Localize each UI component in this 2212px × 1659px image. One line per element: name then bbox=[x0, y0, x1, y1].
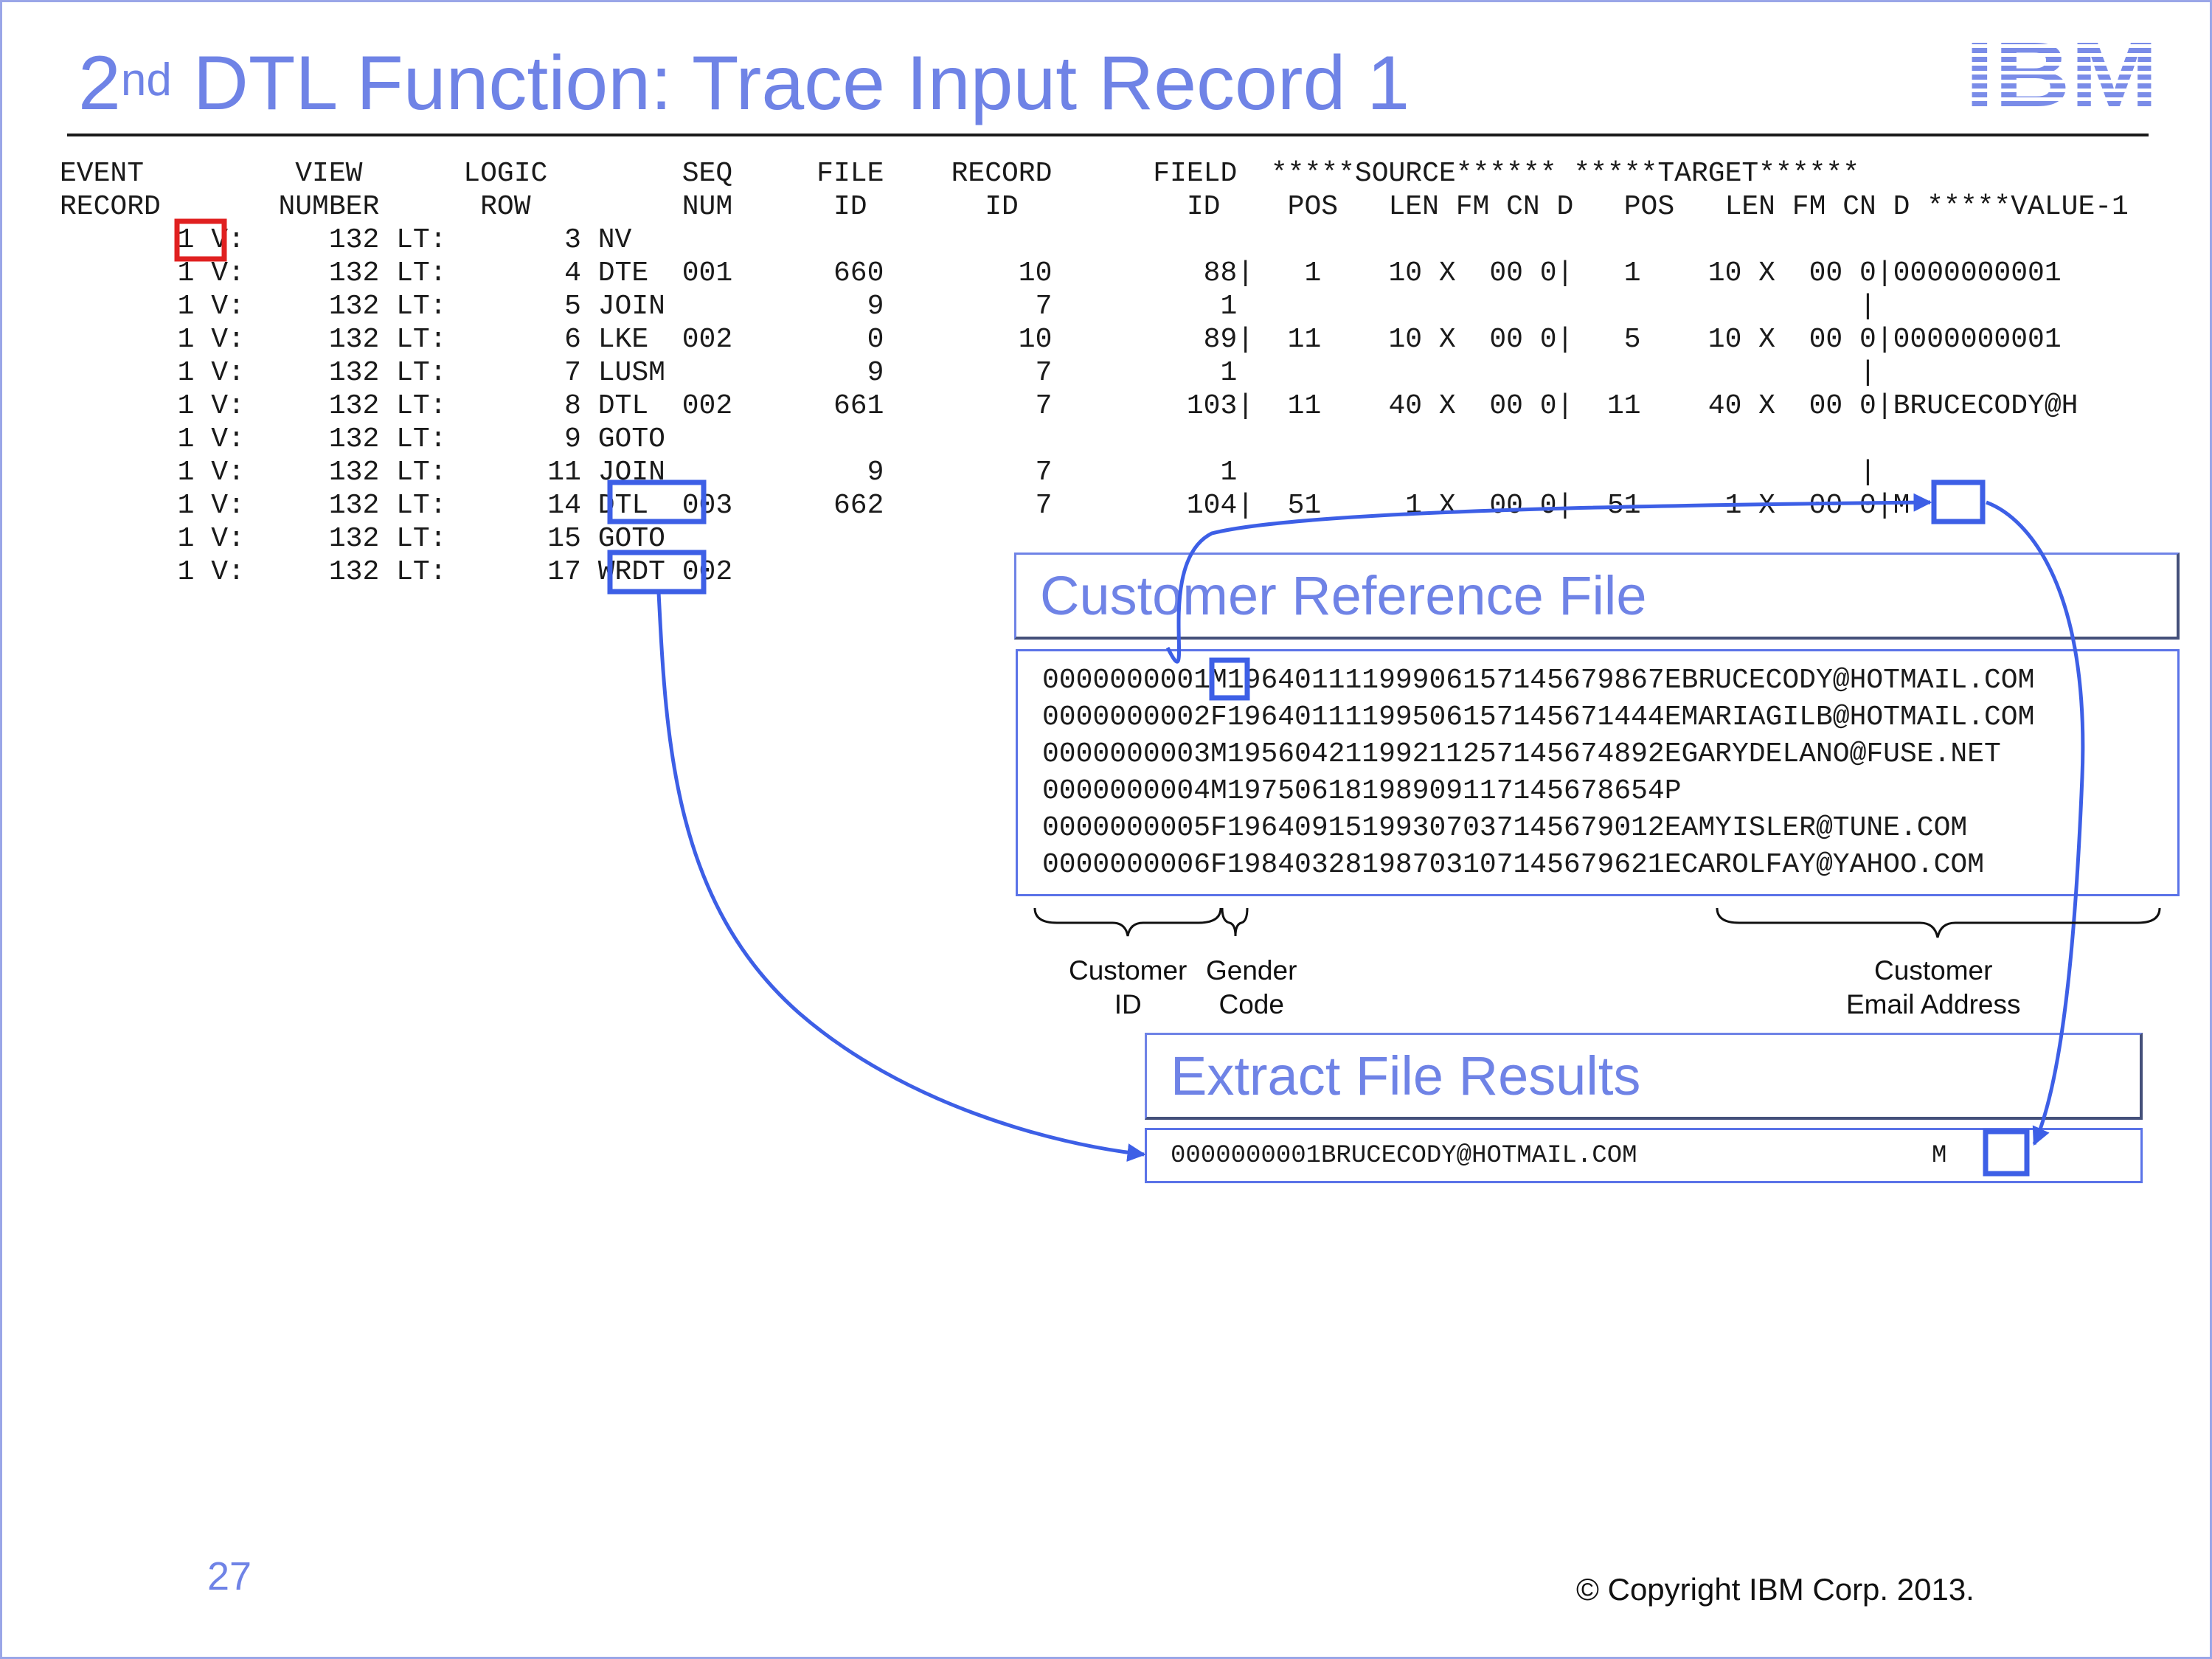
copyright: © Copyright IBM Corp. 2013. bbox=[1576, 1572, 1974, 1607]
gender-to-value-arrow bbox=[1165, 493, 1932, 664]
customer-record: 0000000005F19640915199307037145679012EAM… bbox=[1042, 812, 1968, 844]
value-to-extract-arrow bbox=[1986, 500, 2085, 1146]
trace-line: 1 V: 132 LT: 9 GOTO bbox=[60, 423, 665, 455]
title-divider bbox=[67, 134, 2149, 136]
extract-gender-value: M bbox=[1932, 1142, 1947, 1170]
trace-line: 1 V: 132 LT: 5 JOIN 9 7 1 | bbox=[60, 291, 1876, 322]
event-record-highlight bbox=[174, 218, 227, 262]
extract-m-highlight bbox=[1983, 1129, 2030, 1177]
trace-line: 1 V: 132 LT: 14 DTL 003 662 7 104| 51 1 … bbox=[60, 490, 1910, 522]
customer-record: 0000000003M19560421199211257145674892EGA… bbox=[1042, 738, 2001, 770]
trace-line: 1 V: 132 LT: 7 LUSM 9 7 1 | bbox=[60, 357, 1876, 389]
page-number: 27 bbox=[207, 1554, 252, 1599]
trace-listing: EVENT VIEW LOGIC SEQ FILE RECORD FIELD *… bbox=[60, 157, 2129, 589]
trace-line: RECORD NUMBER ROW NUM ID ID ID POS LEN F… bbox=[60, 191, 2129, 223]
trace-line: 1 V: 132 LT: 6 LKE 002 0 10 89| 11 10 X … bbox=[60, 324, 2062, 356]
gender-code-brace bbox=[1221, 907, 1249, 937]
trace-line: EVENT VIEW LOGIC SEQ FILE RECORD FIELD *… bbox=[60, 158, 1859, 190]
email-brace bbox=[1716, 907, 2161, 938]
slide-title: 2nd DTL Function: Trace Input Record 1 bbox=[78, 41, 1410, 126]
value-m-highlight bbox=[1931, 479, 1986, 524]
customer-record: 0000000004M19750618198909117145678654P bbox=[1042, 775, 1682, 807]
wrdt-to-extract-arrow bbox=[656, 592, 1146, 1162]
customer-record: 0000000006F19840328198703107145679621ECA… bbox=[1042, 849, 1985, 881]
customer-record: 0000000002F19640111199506157145671444EMA… bbox=[1042, 702, 2035, 733]
gender-m-highlight bbox=[1209, 657, 1250, 701]
customer-reference-records: 0000000001M19640111199906157145679867EBR… bbox=[1016, 649, 2180, 896]
trace-line: 1 V: 132 LT: 11 JOIN 9 7 1 | bbox=[60, 457, 1876, 488]
extract-results-record: 0000000001BRUCECODY@HOTMAIL.COM M bbox=[1145, 1128, 2143, 1183]
customer-id-label: Customer ID bbox=[1069, 955, 1188, 1019]
dtl-14-highlight bbox=[607, 479, 707, 524]
extract-record-text: 0000000001BRUCECODY@HOTMAIL.COM bbox=[1171, 1142, 1637, 1170]
ibm-logo: IBM bbox=[1965, 39, 2158, 106]
trace-line: 1 V: 132 LT: 4 DTE 001 660 10 88| 1 10 X… bbox=[60, 257, 2062, 289]
customer-id-brace bbox=[1033, 907, 1222, 937]
customer-record: 0000000001M19640111199906157145679867EBR… bbox=[1042, 665, 2035, 696]
trace-line: 1 V: 132 LT: 15 GOTO bbox=[60, 523, 665, 555]
trace-line: 1 V: 132 LT: 8 DTL 002 661 7 103| 11 40 … bbox=[60, 390, 2078, 422]
gender-code-label: Gender Code bbox=[1206, 955, 1297, 1019]
customer-reference-title: Customer Reference File bbox=[1014, 553, 2180, 640]
customer-email-label: Customer Email Address bbox=[1846, 955, 2021, 1019]
trace-line: 1 V: 132 LT: 3 NV bbox=[60, 224, 632, 256]
wrdt-17-highlight bbox=[607, 550, 707, 595]
extract-results-title: Extract File Results bbox=[1145, 1033, 2143, 1120]
